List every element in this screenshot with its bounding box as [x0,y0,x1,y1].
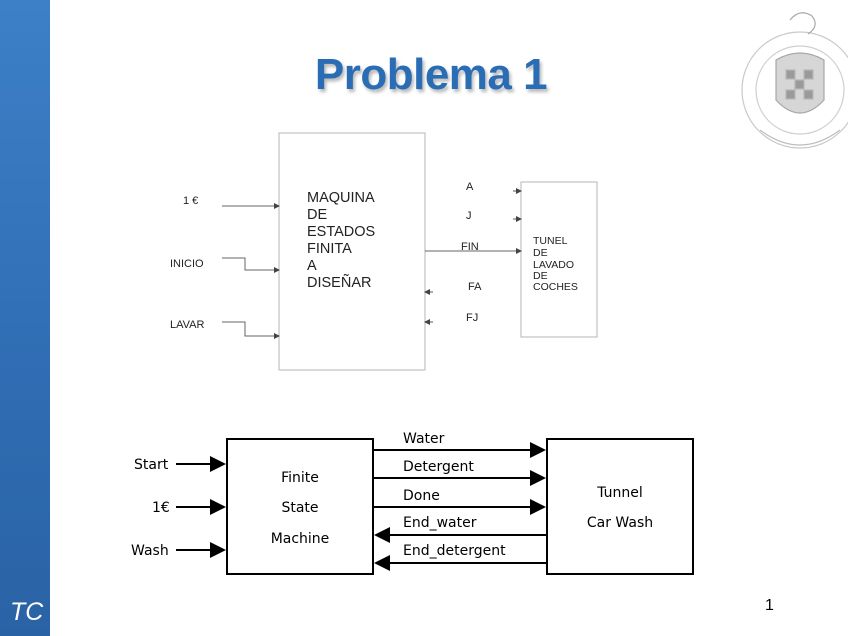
machine-line-es: A [307,258,317,274]
machine-line-en: Machine [271,531,330,547]
machine-line-es: DE [307,207,327,223]
input-label-es: INICIO [170,258,204,270]
input-label-en: 1€ [152,500,170,516]
signal-label-es: A [466,181,474,193]
signal-label-es: J [466,210,472,222]
sidebar-bar: TC [0,0,50,636]
tunnel-line-es: TUNEL [533,235,568,247]
tunnel-line-es: DE [533,247,548,259]
tunnel-line-es: LAVADO [533,259,574,271]
output-label-en: Done [403,488,440,504]
machine-line-en: State [281,500,318,516]
signal-label-es: FIN [461,241,479,253]
machine-line-es: FINITA [307,241,352,257]
slide-title: Problema 1 [314,50,548,99]
tunnel-line-en: Car Wash [587,515,653,531]
input-label-es: 1 € [183,195,198,207]
feedback-label-en: End_water [403,515,477,531]
input-label-es: LAVAR [170,319,204,331]
tunnel-line-en: Tunnel [596,485,643,501]
sidebar-label: TC [10,598,44,626]
machine-line-es: DISEÑAR [307,274,371,291]
machine-line-es: MAQUINA [307,190,375,206]
tunnel-line-es: COCHES [533,281,578,293]
tunnel-line-es: DE [533,270,548,282]
input-label-en: Start [134,457,169,473]
feedback-label-en: End_detergent [403,543,506,559]
tunnel-box-en [546,438,694,575]
signal-label-es: FA [468,281,482,293]
page-number: 1 [765,597,774,614]
input-label-en: Wash [131,543,169,559]
output-label-en: Water [403,431,445,447]
tunnel-box-es [520,181,598,338]
machine-line-es: ESTADOS [307,224,375,240]
output-label-en: Detergent [403,459,474,475]
signal-label-es: FJ [466,312,478,324]
machine-line-en: Finite [281,470,319,486]
